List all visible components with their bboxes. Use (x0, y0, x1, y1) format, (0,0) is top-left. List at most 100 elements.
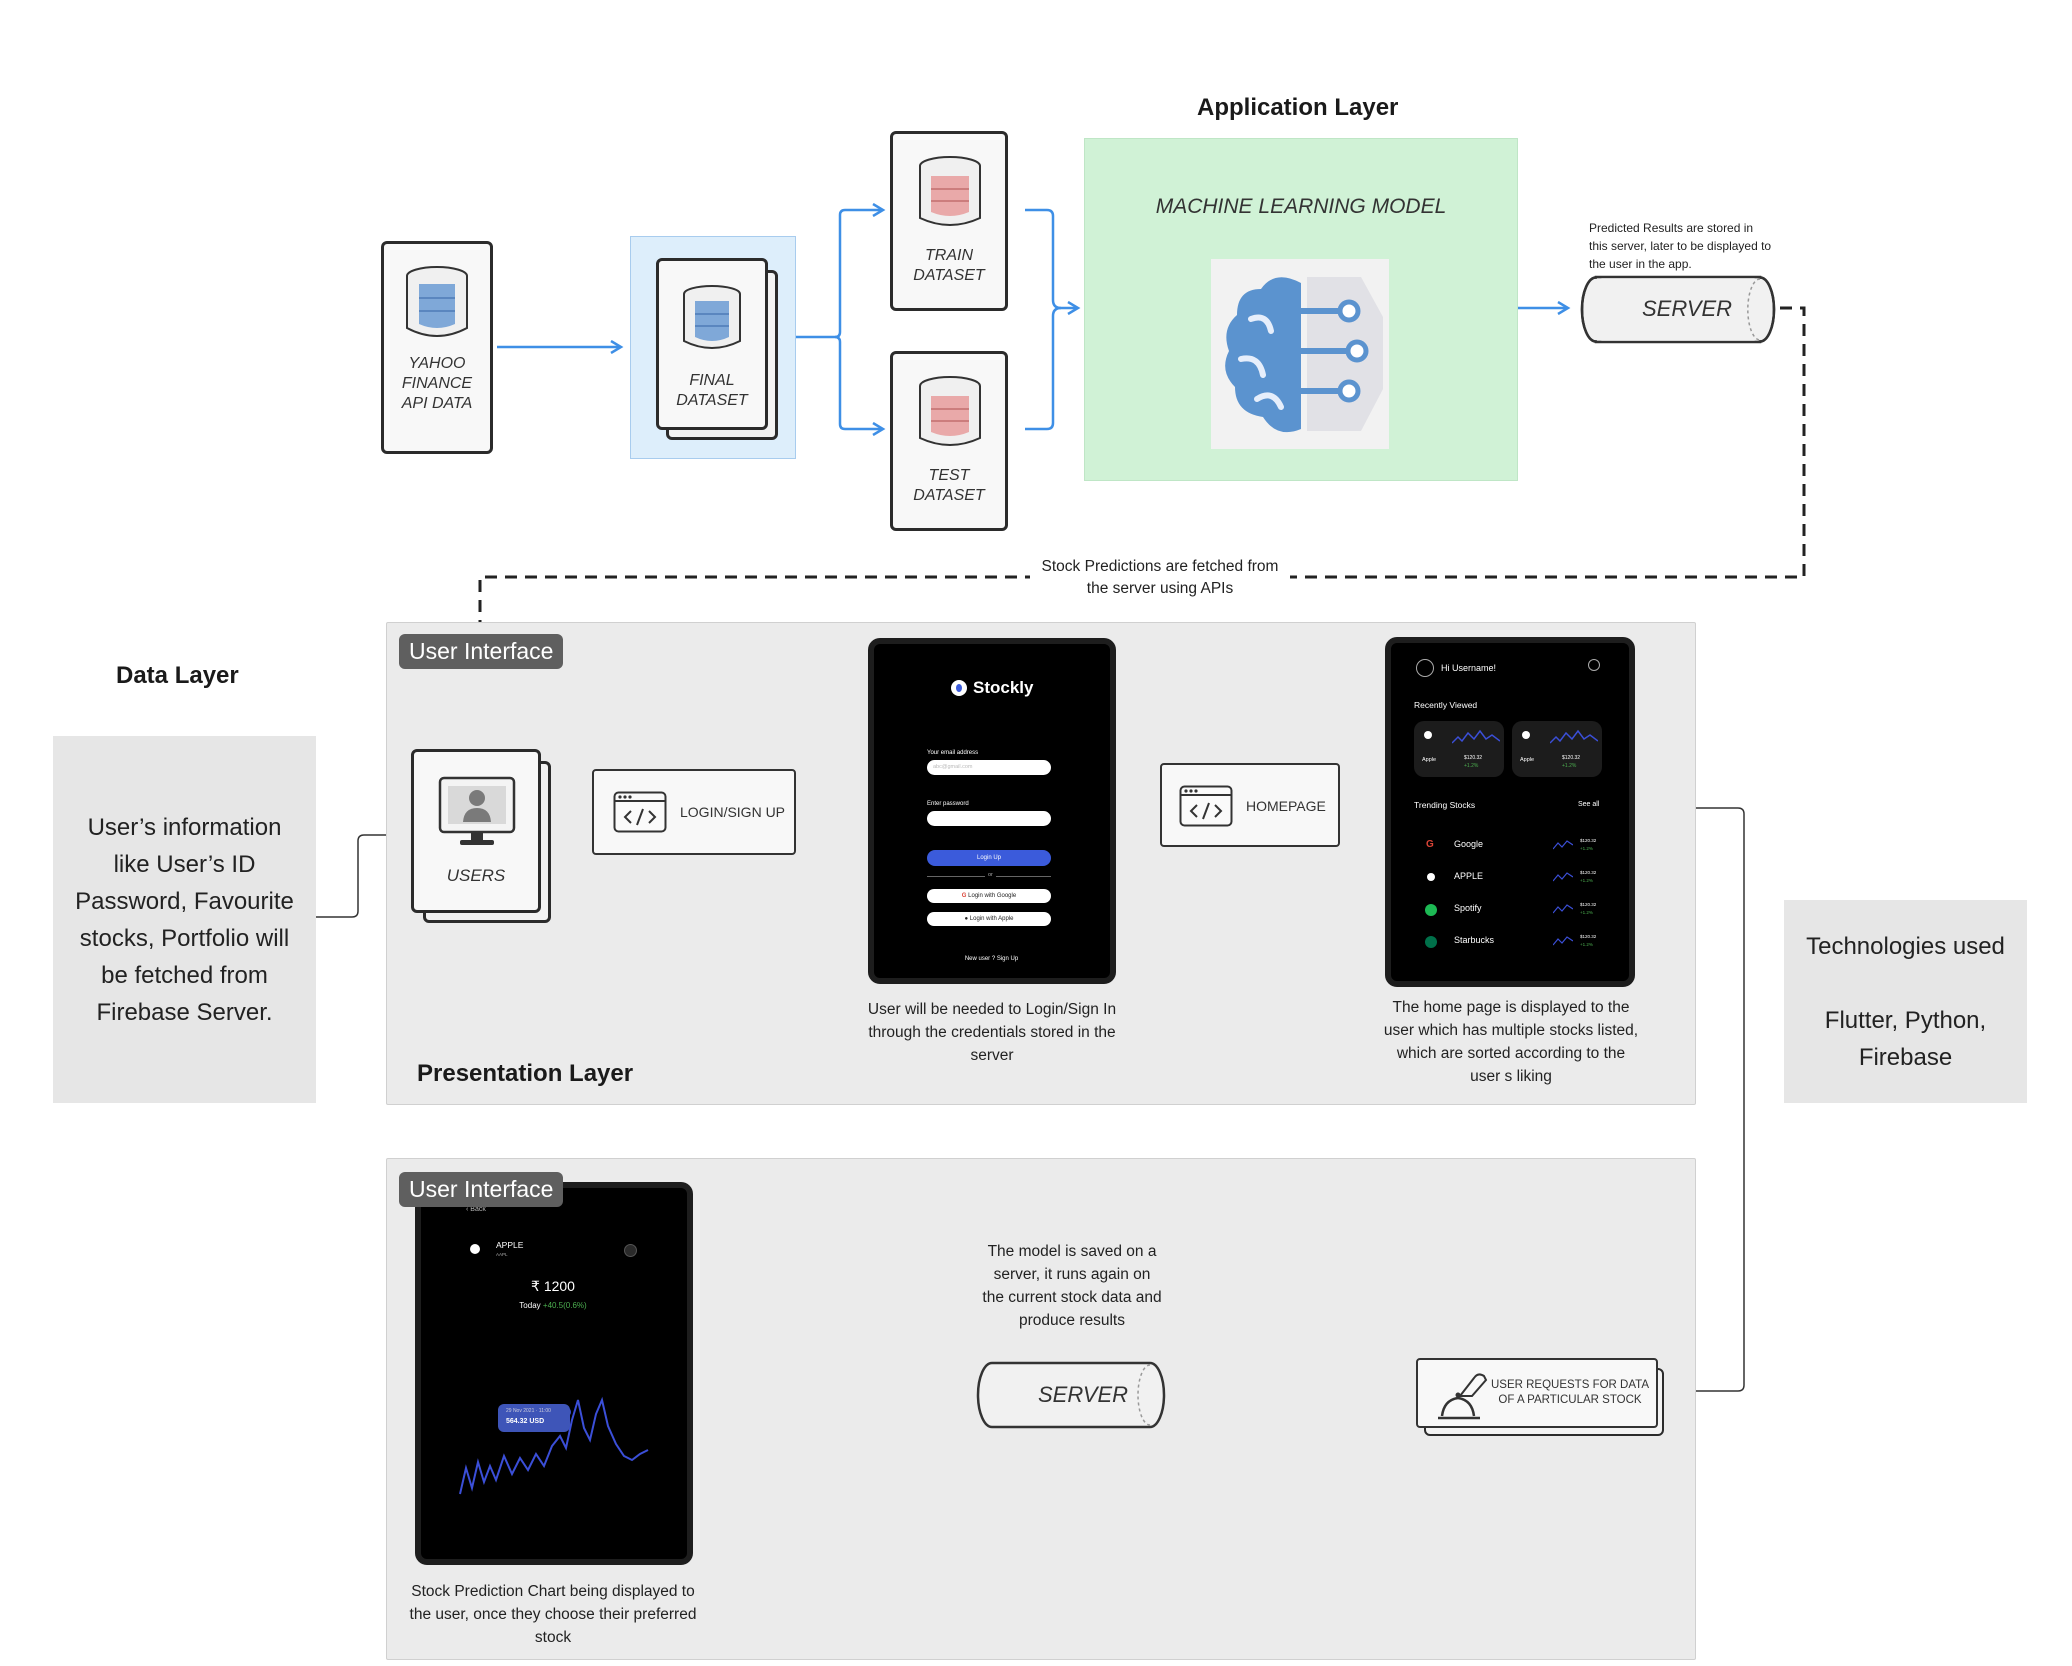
data-layer-box: User’s information like User’s ID Passwo… (53, 736, 316, 1103)
stock-row[interactable]: G Google $120.32 +1.2% (1408, 835, 1610, 859)
yahoo-data-card: YAHOO FINANCE API DATA (381, 241, 493, 454)
ml-model-panel: MACHINE LEARNING MODEL (1084, 138, 1518, 481)
database-icon (919, 376, 981, 446)
login-button[interactable]: Login Up (927, 850, 1051, 866)
ui-tag-top: User Interface (399, 634, 564, 669)
stock-name: APPLE (1454, 871, 1484, 881)
avatar-icon (1416, 659, 1434, 677)
recent-card-price: $120.32 (1464, 755, 1483, 761)
user-request-box[interactable]: USER REQUESTS FOR DATA OF A PARTICULAR S… (1416, 1358, 1658, 1428)
stock-row[interactable]: APPLE $120.32 +1.2% (1408, 867, 1610, 891)
password-field[interactable] (927, 811, 1051, 826)
stock-price: ₹ 1200 (531, 1278, 575, 1294)
today-change: +40.5(0.6%) (542, 1301, 587, 1310)
test-dataset-card: TEST DATASET (890, 351, 1008, 531)
server-cylinder-top: SERVER (1580, 275, 1778, 344)
train-dataset-card: TRAIN DATASET (890, 131, 1008, 311)
arrow-train-merge (1025, 208, 1062, 310)
apple-icon (1424, 731, 1432, 739)
chart-screen: ‹ Back APPLE AAPL ₹ 1200 Today +40.5(0.6… (456, 1190, 650, 1553)
server-cylinder-bottom: SERVER (976, 1361, 1166, 1429)
recent-card[interactable]: Apple $120.32 +1.2% (1512, 721, 1602, 777)
stock-change: +1.2% (1580, 910, 1593, 915)
stockly-logo-icon (951, 680, 967, 696)
line-homescreen-to-request (1645, 807, 1745, 1396)
stock-name: APPLE (496, 1240, 524, 1250)
line-data-to-users (315, 830, 404, 918)
google-icon: G (961, 893, 969, 899)
cylinder-shape (976, 1361, 1166, 1429)
sparkline-icon (1553, 840, 1573, 850)
test-dataset-label: TEST DATASET (913, 467, 985, 504)
homepage-box[interactable]: HOMEPAGE (1160, 763, 1340, 847)
email-field[interactable]: abc@gmail.com (927, 760, 1051, 775)
server-note: Predicted Results are stored in this ser… (1589, 221, 1772, 271)
chart-note: Stock Prediction Chart being displayed t… (409, 1583, 697, 1646)
email-label: Your email address (927, 750, 979, 756)
search-icon[interactable] (1588, 659, 1600, 671)
recent-card-price: $120.32 (1562, 755, 1581, 761)
back-button[interactable]: ‹ Back (466, 1206, 486, 1213)
stock-row[interactable]: Starbucks $120.32 +1.2% (1408, 931, 1610, 955)
see-all-link[interactable]: See all (1578, 801, 1600, 808)
technologies-box: Technologies used Flutter, Python, Fireb… (1784, 900, 2027, 1103)
fetch-note: Stock Predictions are fetched from the s… (1030, 556, 1290, 600)
trending-label: Trending Stocks (1414, 800, 1476, 810)
stock-change: +1.2% (1580, 846, 1593, 851)
recent-card-change: +1.2% (1562, 763, 1577, 769)
google-login-label: Login with Google (968, 893, 1017, 899)
home-screen: Hi Username! Recently Viewed Apple $120.… (1408, 645, 1610, 975)
recently-viewed-label: Recently Viewed (1414, 700, 1478, 710)
final-dataset-card: FINAL DATASET (656, 258, 768, 430)
login-signup-box[interactable]: LOGIN/SIGN UP (592, 769, 796, 855)
apple-login-button[interactable]: ● Login with Apple (927, 912, 1051, 926)
brand-name: Stockly (973, 678, 1034, 697)
favourite-icon[interactable] (624, 1244, 637, 1257)
request-box-label: USER REQUESTS FOR DATA OF A PARTICULAR S… (1490, 1379, 1650, 1406)
tooltip-value: 564.32 USD (506, 1418, 545, 1425)
users-label: USERS (446, 866, 506, 885)
arrow-final-split (795, 210, 883, 339)
stock-name: Spotify (1454, 903, 1482, 913)
cylinder-shape (1580, 275, 1776, 344)
train-dataset-label: TRAIN DATASET (913, 247, 985, 284)
email-placeholder: abc@gmail.com (933, 764, 973, 770)
technologies-title: Technologies used (1806, 932, 2005, 960)
ml-model-label: MACHINE LEARNING MODEL (1155, 195, 1447, 218)
presentation-layer-title: Presentation Layer (417, 1060, 634, 1087)
apple-icon: ● (964, 916, 970, 922)
browser-code-icon (613, 791, 667, 833)
google-login-button[interactable]: G Login with Google (927, 889, 1051, 903)
brain-circuit-icon (1225, 277, 1383, 433)
users-card: USERS (411, 749, 541, 913)
browser-code-icon (1179, 785, 1233, 827)
recent-card[interactable]: Apple $120.32 +1.2% (1414, 721, 1504, 777)
data-layer-text: User’s information like User’s ID Passwo… (75, 813, 294, 1026)
or-label: or (985, 872, 996, 878)
stock-change: +1.2% (1580, 942, 1593, 947)
apple-icon (1427, 873, 1435, 881)
signup-link[interactable]: New user ? Sign Up (964, 956, 1019, 962)
home-phone-frame: Hi Username! Recently Viewed Apple $120.… (1385, 637, 1635, 987)
recent-card-change: +1.2% (1464, 763, 1479, 769)
sparkline-icon (1452, 729, 1500, 744)
today-change-row: Today +40.5(0.6%) (456, 1301, 650, 1310)
sparkline-icon (1553, 872, 1573, 882)
data-layer-title: Data Layer (116, 662, 239, 689)
apple-icon (1522, 731, 1530, 739)
stock-row[interactable]: Spotify $120.32 +1.2% (1408, 899, 1610, 923)
stock-price: $120.32 (1580, 870, 1597, 875)
arrow-final-to-test (834, 335, 883, 429)
password-label: Enter password (927, 801, 969, 807)
technologies-list: Flutter, Python, Firebase (1824, 1006, 1987, 1071)
recent-card-name: Apple (1422, 757, 1437, 763)
application-layer-title: Application Layer (1197, 94, 1399, 121)
starbucks-icon (1425, 936, 1437, 948)
login-screen: Stockly Your email address abc@gmail.com… (917, 646, 1066, 974)
homepage-label: HOMEPAGE (1246, 798, 1326, 814)
database-icon (919, 156, 981, 226)
server-label-bottom: SERVER (1038, 1382, 1129, 1407)
google-icon: G (1426, 839, 1434, 850)
hand-bell-icon (1438, 1373, 1488, 1420)
apple-login-label: Login with Apple (969, 916, 1014, 922)
